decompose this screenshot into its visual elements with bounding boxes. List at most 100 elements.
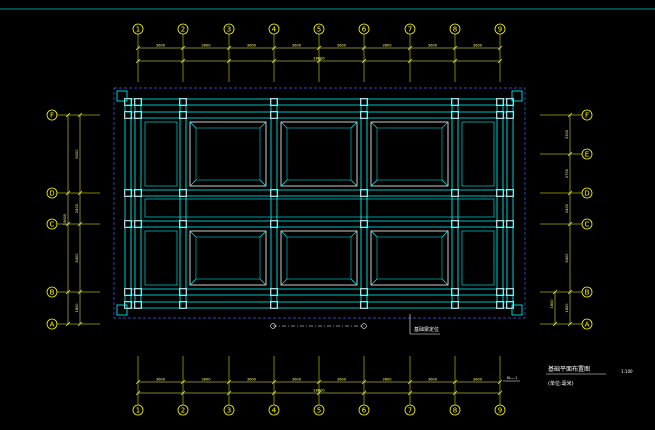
axis-col-bottom-3-label: 3 xyxy=(227,407,231,415)
dim-top-tick xyxy=(452,45,458,51)
column-node xyxy=(134,98,142,106)
dim-bottom-tick2 xyxy=(226,390,232,396)
dim-top-tick xyxy=(135,45,141,51)
dim-top-3: 3600 xyxy=(247,44,257,48)
dim-right-local-tick xyxy=(552,289,558,295)
haunch-line xyxy=(280,230,288,238)
haunch-line xyxy=(350,230,358,238)
haunch-line xyxy=(280,121,288,129)
haunch-line xyxy=(259,179,267,187)
haunch-line xyxy=(441,230,449,238)
dim-top-7: 3600 xyxy=(428,44,438,48)
column-node xyxy=(506,288,514,296)
dim-bottom-tick xyxy=(180,379,186,385)
column-node xyxy=(124,220,132,228)
axis-col-top-3-label: 3 xyxy=(227,26,231,34)
dim-left-tick2 xyxy=(77,321,83,327)
dim-right-5: 1800 xyxy=(565,303,569,313)
axis-row-right-B-label: B xyxy=(585,289,590,297)
slab-inner-outline xyxy=(286,236,352,280)
axis-col-top-5-label: 5 xyxy=(317,26,321,34)
corner-pad xyxy=(511,90,523,102)
axis-col-bottom-5-label: 5 xyxy=(317,407,321,415)
column-node xyxy=(451,111,459,119)
boundary-rect xyxy=(113,87,526,319)
slab-panel-2-2 xyxy=(280,230,358,286)
dim-left-tick2 xyxy=(77,221,83,227)
dim-bottom-tick xyxy=(361,379,367,385)
dim-left-tick xyxy=(65,221,71,227)
dim-bottom-tick2 xyxy=(407,390,413,396)
haunch-line xyxy=(350,179,358,187)
haunch-line xyxy=(441,121,449,129)
column-node xyxy=(124,189,132,197)
column-node xyxy=(496,111,504,119)
axis-row-right-F-label: F xyxy=(585,112,589,120)
column-node xyxy=(179,98,187,106)
dim-top-tick2 xyxy=(135,58,141,64)
dim-right-tick xyxy=(567,112,573,118)
dim-top-6: 3600 xyxy=(382,44,392,48)
dim-top-1: 3600 xyxy=(156,44,166,48)
haunch-line xyxy=(280,179,288,187)
axis-row-left-D-label: D xyxy=(49,190,54,198)
column-node xyxy=(451,189,459,197)
column-node xyxy=(496,189,504,197)
axis-row-left-B-label: B xyxy=(50,289,55,297)
column-node xyxy=(360,301,368,309)
column-node xyxy=(134,189,142,197)
axis-row-left-F-label: F xyxy=(50,112,54,120)
column-node xyxy=(270,288,278,296)
axis-col-top-4-label: 4 xyxy=(272,26,277,34)
dim-right-tick xyxy=(567,289,573,295)
dim-bottom-tick xyxy=(497,379,503,385)
axis-row-right-E-label: E xyxy=(585,151,589,159)
dim-top-tick xyxy=(226,45,232,51)
dim-top-tick2 xyxy=(180,58,186,64)
dim-bottom-total: 28800 xyxy=(313,389,325,393)
axis-col-bottom-9-label: 9 xyxy=(498,407,502,415)
axis-row-right-C-label: C xyxy=(585,221,590,229)
dim-bottom-tick xyxy=(135,379,141,385)
column-node xyxy=(506,189,514,197)
foundation-beam-grid xyxy=(116,90,523,316)
drawing-scale: 1:100 xyxy=(621,369,633,374)
column-node xyxy=(451,98,459,106)
slab-panel-2-1 xyxy=(189,230,267,286)
dim-left-tick xyxy=(65,321,71,327)
dim-bottom-tick xyxy=(407,379,413,385)
column-node xyxy=(270,301,278,309)
slab-inner-outline xyxy=(195,127,261,181)
dim-left-tick xyxy=(65,289,71,295)
axis-col-bottom-4-label: 4 xyxy=(272,407,277,415)
corner-pad xyxy=(116,90,128,102)
slab-panel-1-2 xyxy=(280,121,358,187)
column-node xyxy=(124,111,132,119)
slab-strip-left-bottom xyxy=(144,230,178,286)
column-node xyxy=(496,98,504,106)
column-node xyxy=(134,301,142,309)
dim-left-total: 15600 xyxy=(63,213,67,225)
drawing-title: 基础平面布置图 xyxy=(548,365,590,373)
slab-inner-outline xyxy=(376,127,443,181)
column-node xyxy=(451,288,459,296)
axis-row-left-A-label: A xyxy=(50,321,55,329)
dim-right-tick xyxy=(567,190,573,196)
dim-top-tick xyxy=(361,45,367,51)
haunch-line xyxy=(259,230,267,238)
column-node xyxy=(270,111,278,119)
dim-top-tick xyxy=(497,45,503,51)
dim-bottom-tick xyxy=(316,379,322,385)
dim-left-4: 1800 xyxy=(75,303,79,313)
dim-top-tick xyxy=(180,45,186,51)
axis-col-bottom-2-label: 2 xyxy=(181,407,185,415)
axis-col-bottom-7-label: 7 xyxy=(408,407,412,415)
dim-bottom-4: 3600 xyxy=(292,378,302,382)
dim-top-4: 3600 xyxy=(292,44,302,48)
dim-top-tick2 xyxy=(361,58,367,64)
dim-bottom-tick2 xyxy=(135,390,141,396)
dim-bottom-tick2 xyxy=(452,390,458,396)
column-node xyxy=(179,301,187,309)
